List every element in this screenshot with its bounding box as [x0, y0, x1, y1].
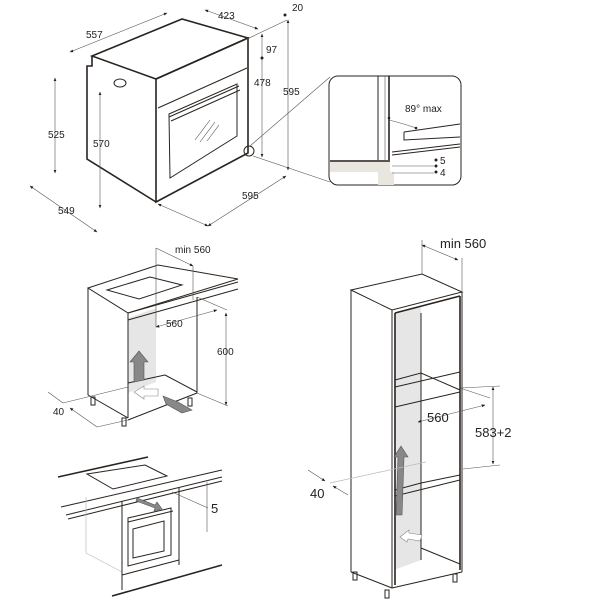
- detail-angle-label: 89° max: [405, 104, 442, 115]
- dim-under-counter-rear-gap: 40: [53, 407, 65, 418]
- oven-side-face: [86, 56, 157, 203]
- dim-oven-door-height: 478: [254, 78, 271, 89]
- dim-under-counter-height: 600: [217, 347, 234, 358]
- dim-hob-gap: 5: [211, 501, 218, 516]
- under-counter-cabinet: [47, 247, 239, 428]
- tall-airflow-up-arrow: [393, 445, 409, 516]
- dim-tall-min-depth: min 560: [440, 236, 486, 251]
- dim-oven-body-height: 570: [93, 139, 110, 150]
- dim-oven-side-height: 525: [48, 130, 65, 141]
- dim-oven-overall-depth: 549: [58, 206, 75, 217]
- dim-oven-panel-height: 97: [266, 45, 278, 56]
- dim-tall-height: 583+2: [475, 425, 512, 440]
- hob-airflow-arrow: [135, 497, 163, 512]
- detail-inset: [249, 75, 462, 186]
- dim-oven-front-width: 595: [242, 191, 259, 202]
- control-panel-edge: [157, 67, 248, 109]
- tall-airflow-in-arrow: [399, 529, 423, 543]
- glass-reflection: [194, 119, 220, 143]
- tall-cabinet: [307, 240, 501, 599]
- dim-under-counter-width: 560: [166, 319, 183, 330]
- oven-dimension-lines: [29, 9, 290, 233]
- detail-gap-upper: 5: [440, 156, 446, 167]
- dim-oven-front-offset: 20: [292, 3, 304, 14]
- oven-front-face: [155, 36, 249, 204]
- airflow-up-arrow: [129, 350, 149, 383]
- detail-callout-circle: [243, 145, 255, 157]
- detail-gap-lower: 4: [440, 168, 446, 179]
- dim-oven-top-depth: 557: [86, 30, 103, 41]
- dim-tall-width: 560: [427, 410, 449, 425]
- oven-handle: [168, 85, 241, 122]
- side-vent: [113, 78, 127, 88]
- dim-oven-total-height: 595: [283, 87, 300, 98]
- oven-isometric: [86, 18, 255, 204]
- hob-clearance-scene: [57, 456, 223, 597]
- airflow-in-arrow: [133, 385, 159, 400]
- oven-window: [168, 83, 238, 179]
- dim-oven-top-width: 423: [218, 11, 235, 22]
- airflow-floor-arrow: [162, 395, 193, 414]
- dim-tall-rear-gap: 40: [310, 486, 324, 501]
- dim-under-counter-min-depth: min 560: [175, 245, 211, 256]
